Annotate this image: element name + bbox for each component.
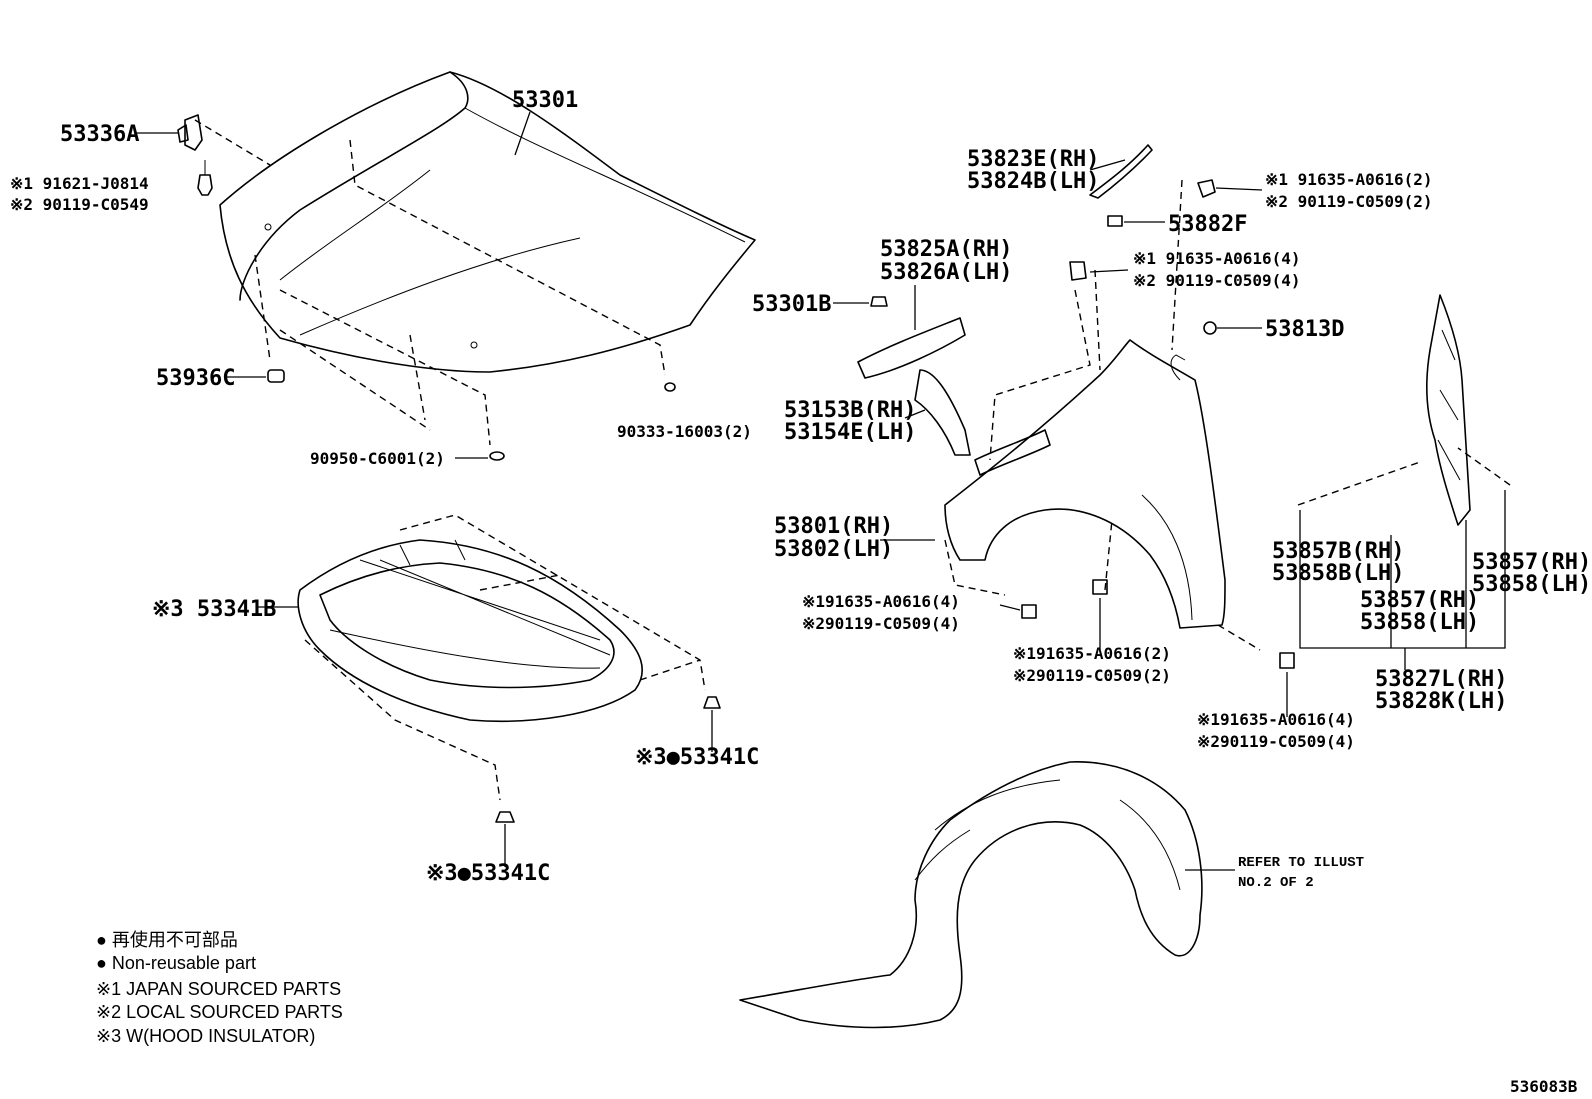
label-clip-d-rh: 53857(RH)	[1472, 550, 1591, 575]
diagram-id: 536083B	[1510, 1077, 1578, 1096]
fender-liner	[739, 761, 1203, 1029]
label-clip-b-rh: 53857B(RH)	[1272, 539, 1404, 564]
legend-note-2: ※2 LOCAL SOURCED PARTS	[96, 1002, 343, 1022]
label-clip-c-rh: 53857(RH)	[1360, 588, 1479, 613]
legend-en-nonreuse: ● Non-reusable part	[96, 953, 256, 973]
label-clip-d-lh: 53858(LH)	[1472, 572, 1591, 597]
hinge-bolt-icon	[197, 160, 213, 196]
label-seal-rh: 53823E(RH)	[967, 147, 1099, 172]
label-fender-bolt-front-jp: ※191635-A0616(4)	[802, 592, 960, 611]
front-fender	[944, 339, 1226, 629]
hood-plug-icon	[664, 382, 676, 392]
label-hinge-bolt-jp: ※1 91621-J0814	[10, 174, 149, 193]
insulator-clip-icon	[495, 696, 721, 823]
label-clip-b-lh: 53858B(LH)	[1272, 561, 1404, 586]
seal-block-icon	[914, 369, 971, 456]
hood-seal-icon	[1089, 144, 1153, 199]
label-hood-plug-b: 90333-16003(2)	[617, 422, 752, 441]
fender-bolt-icon	[1021, 179, 1295, 669]
hood-cushion-icon	[267, 369, 285, 383]
fender-bracket-icon	[857, 317, 966, 379]
label-insulator-clip-a: ※3●53341C	[635, 745, 759, 770]
label-protector-rh: 53827L(RH)	[1375, 667, 1507, 692]
label-cushion-53301b: 53301B	[752, 292, 831, 317]
label-seal-block-rh: 53153B(RH)	[784, 398, 916, 423]
label-fender-bolt-front-local: ※290119-C0509(4)	[802, 614, 960, 633]
label-insulator-clip-b: ※3●53341C	[426, 861, 550, 886]
legend-jp-nonreuse: ● 再使用不可部品	[96, 930, 238, 950]
label-bracket-lh: 53826A(LH)	[880, 260, 1012, 285]
hood-plug-icon	[489, 451, 505, 461]
label-fender-bolt-rear-local: ※290119-C0509(4)	[1197, 732, 1355, 751]
grommet-icon	[1203, 321, 1217, 335]
label-fender-bolt-upper-jp: ※1 91635-A0616(4)	[1133, 249, 1301, 268]
label-hood-cushion: 53936C	[156, 366, 235, 391]
label-grommet: 53813D	[1265, 317, 1344, 342]
cushion-icon	[870, 296, 888, 307]
fender-nut-icon	[1107, 215, 1123, 227]
label-hood: 53301	[512, 88, 578, 113]
label-seal-lh: 53824B(LH)	[967, 169, 1099, 194]
label-clip-c-lh: 53858(LH)	[1360, 610, 1479, 635]
label-fender-lh: 53802(LH)	[774, 537, 893, 562]
label-liner-ref-1: REFER TO ILLUST	[1238, 855, 1364, 871]
label-hinge-bolt-local: ※2 90119-C0549	[10, 195, 149, 214]
label-bracket-rh: 53825A(RH)	[880, 237, 1012, 262]
label-fender-bolt-top-local: ※2 90119-C0509(2)	[1265, 192, 1433, 211]
label-fender-bolt-upper-local: ※2 90119-C0509(4)	[1133, 271, 1301, 290]
label-insulator: ※3 53341B	[152, 597, 276, 622]
label-hood-hinge: 53336A	[60, 122, 139, 147]
hood-hinge-icon	[177, 114, 203, 151]
label-seal-block-lh: 53154E(LH)	[784, 420, 916, 445]
label-fender-bolt-mid-local: ※290119-C0509(2)	[1013, 666, 1171, 685]
legend-note-3: ※3 W(HOOD INSULATOR)	[96, 1026, 315, 1046]
fender-protector-icon	[1425, 294, 1471, 526]
label-hood-plug-a: 90950-C6001(2)	[310, 449, 445, 468]
label-fender-bolt-mid-jp: ※191635-A0616(2)	[1013, 644, 1171, 663]
label-liner-ref-2: NO.2 OF 2	[1238, 875, 1314, 891]
label-fender-bolt-top-jp: ※1 91635-A0616(2)	[1265, 170, 1433, 189]
legend-note-1: ※1 JAPAN SOURCED PARTS	[96, 979, 341, 999]
label-fender-bolt-rear-jp: ※191635-A0616(4)	[1197, 710, 1355, 729]
hood-insulator	[297, 539, 644, 723]
label-fender-nut: 53882F	[1168, 212, 1247, 237]
label-protector-lh: 53828K(LH)	[1375, 689, 1507, 714]
label-fender-rh: 53801(RH)	[774, 514, 893, 539]
hood-panel	[219, 71, 756, 373]
